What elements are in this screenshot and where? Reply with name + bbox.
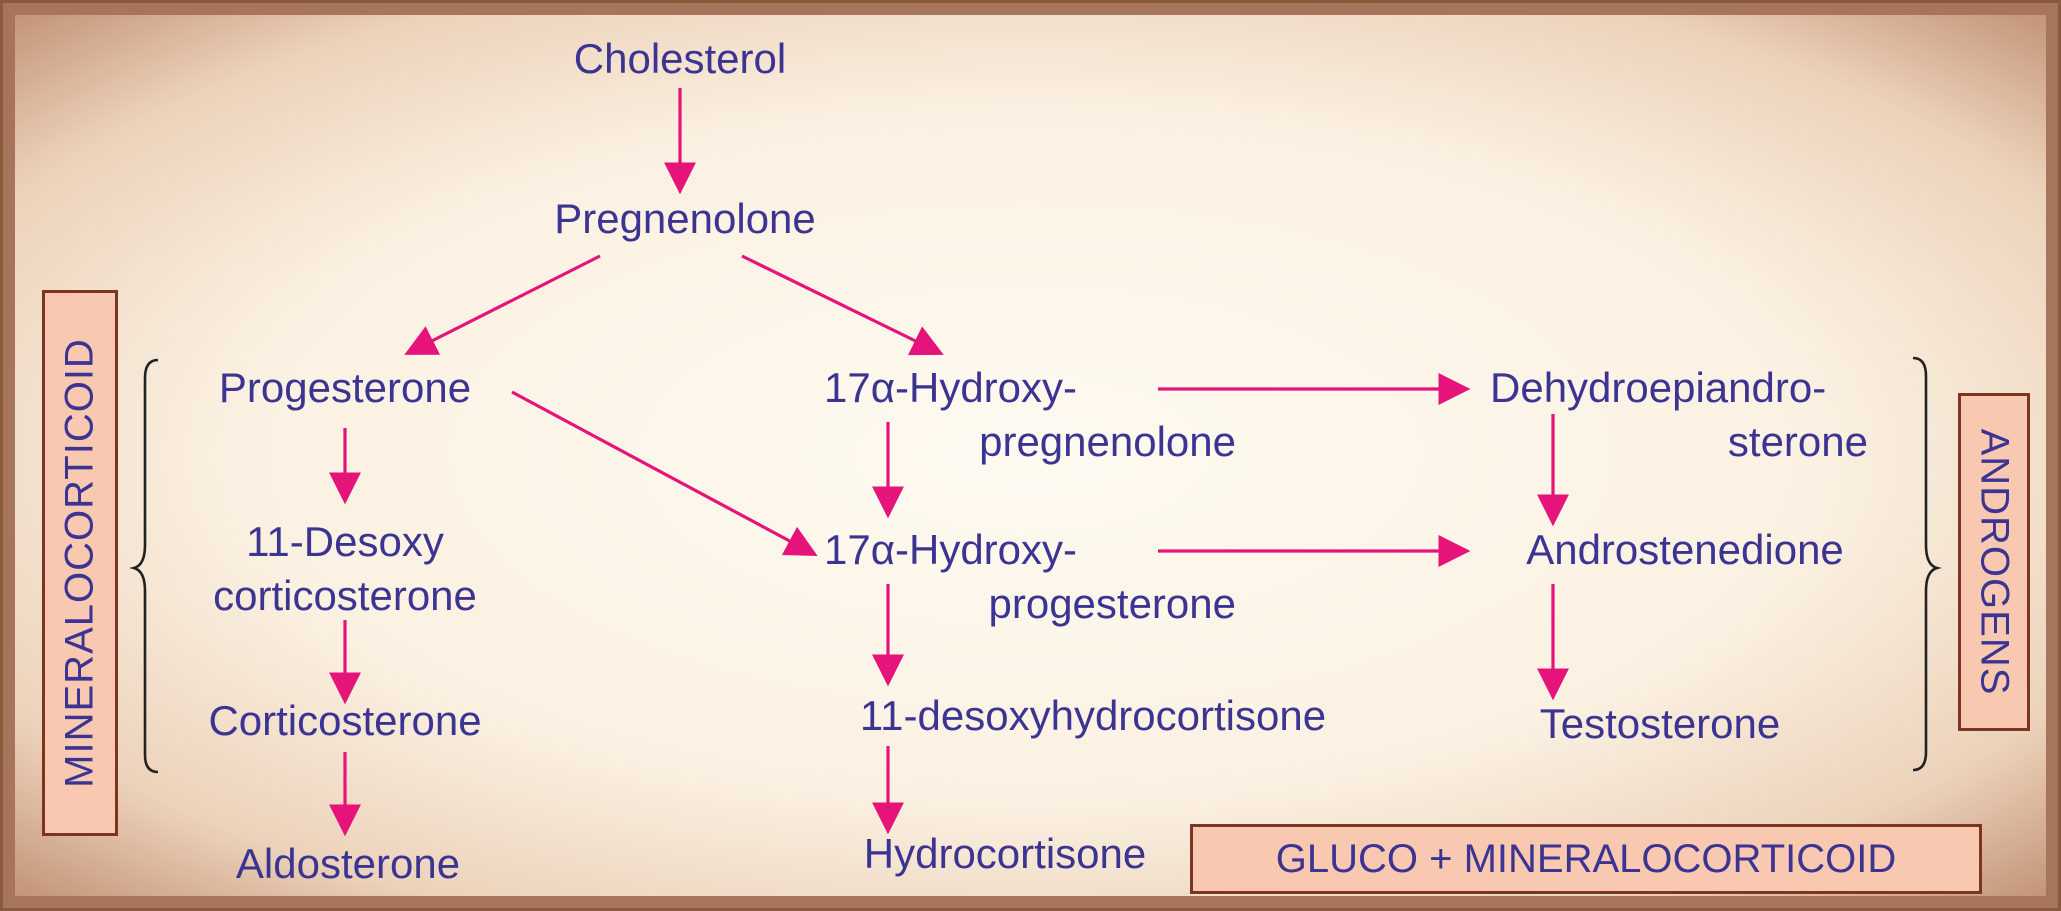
edge-pregnenolone-progesterone [404, 254, 601, 355]
node-progesterone: Progesterone [219, 361, 471, 415]
node-androstenedione: Androstenedione [1526, 523, 1844, 577]
node-label: Androstenedione [1526, 526, 1844, 573]
node-label-line-1: 11-Desoxy [246, 518, 444, 565]
androgens-label: ANDROGENS [1958, 393, 2030, 731]
node-label: Hydrocortisone [863, 830, 1147, 877]
node-17oh-pregnenolone: 17α-Hydroxy- pregnenolone [824, 361, 1236, 469]
node-hydrocortisone: Hydrocortisone [864, 827, 1146, 881]
node-label-line-1: 17α-Hydroxy- [824, 526, 1078, 573]
edge-progesterone-17oh-progesterone [511, 390, 818, 557]
node-label: Testosterone [1539, 700, 1781, 747]
right-brace [1912, 356, 1942, 772]
node-testosterone: Testosterone [1540, 697, 1780, 751]
gluco-mineralocorticoid-label-text: GLUCO + MINERALOCORTICOID [1275, 836, 1897, 881]
node-label-line-2: progesterone [988, 580, 1236, 627]
left-brace [129, 358, 159, 774]
node-label-line-1: 17α-Hydroxy- [824, 364, 1078, 411]
node-aldosterone: Aldosterone [236, 837, 460, 891]
node-label: Aldosterone [235, 840, 461, 887]
node-label-line-2: corticosterone [213, 572, 477, 619]
gluco-mineralocorticoid-label: GLUCO + MINERALOCORTICOID [1190, 824, 1982, 894]
node-label-line-2: sterone [1727, 418, 1868, 465]
node-pregnenolone: Pregnenolone [554, 192, 816, 246]
mineralocorticoid-label-text: MINERALOCORTICOID [57, 338, 102, 788]
mineralocorticoid-label: MINERALOCORTICOID [42, 290, 118, 836]
edge-pregnenolone-17oh-pregnenolone [741, 254, 944, 356]
node-11-desoxycorticosterone: 11-Desoxy corticosterone [213, 515, 477, 623]
node-11-desoxyhydrocortisone: 11-desoxyhydrocortisone [860, 689, 1326, 743]
node-label: Progesterone [218, 364, 472, 411]
node-corticosterone: Corticosterone [208, 694, 481, 748]
node-label: Pregnenolone [554, 195, 816, 242]
diagram-panel [15, 15, 2046, 896]
node-dhea: Dehydroepiandro- sterone [1490, 361, 1868, 469]
node-label-line-2: pregnenolone [979, 418, 1236, 465]
node-label: Cholesterol [573, 35, 787, 82]
node-17oh-progesterone: 17α-Hydroxy- progesterone [824, 523, 1236, 631]
node-cholesterol: Cholesterol [574, 32, 786, 86]
node-label: 11-desoxyhydrocortisone [859, 692, 1327, 739]
node-label-line-1: Dehydroepiandro- [1490, 364, 1827, 411]
androgens-label-text: ANDROGENS [1972, 428, 2017, 696]
node-label: Corticosterone [208, 697, 482, 744]
